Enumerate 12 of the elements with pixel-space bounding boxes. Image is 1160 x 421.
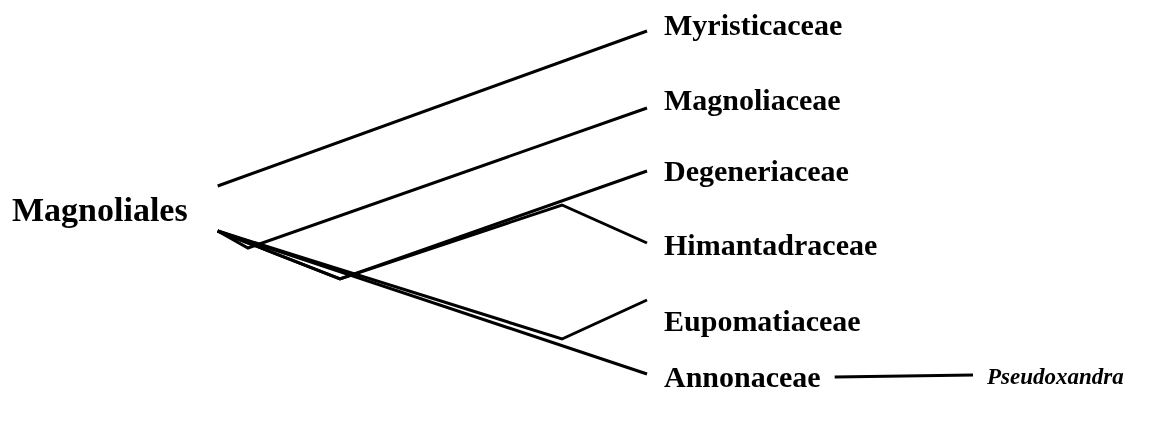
taxon-label: Myristicaceae [664,8,843,42]
taxon-label: Himantadraceae [664,228,878,262]
taxon-label: Eupomatiaceae [664,304,861,338]
tree-branch [217,229,648,376]
tree-branch [217,29,648,188]
taxon-label: Annonaceae [664,360,821,394]
taxon-label: Degeneriaceae [664,154,849,188]
tree-branch [834,373,974,379]
taxon-label: Magnoliaceae [664,83,841,117]
taxon-label: Pseudoxandra [987,363,1124,391]
tree-branch [216,106,648,250]
taxon-label: Magnoliales [12,191,188,229]
